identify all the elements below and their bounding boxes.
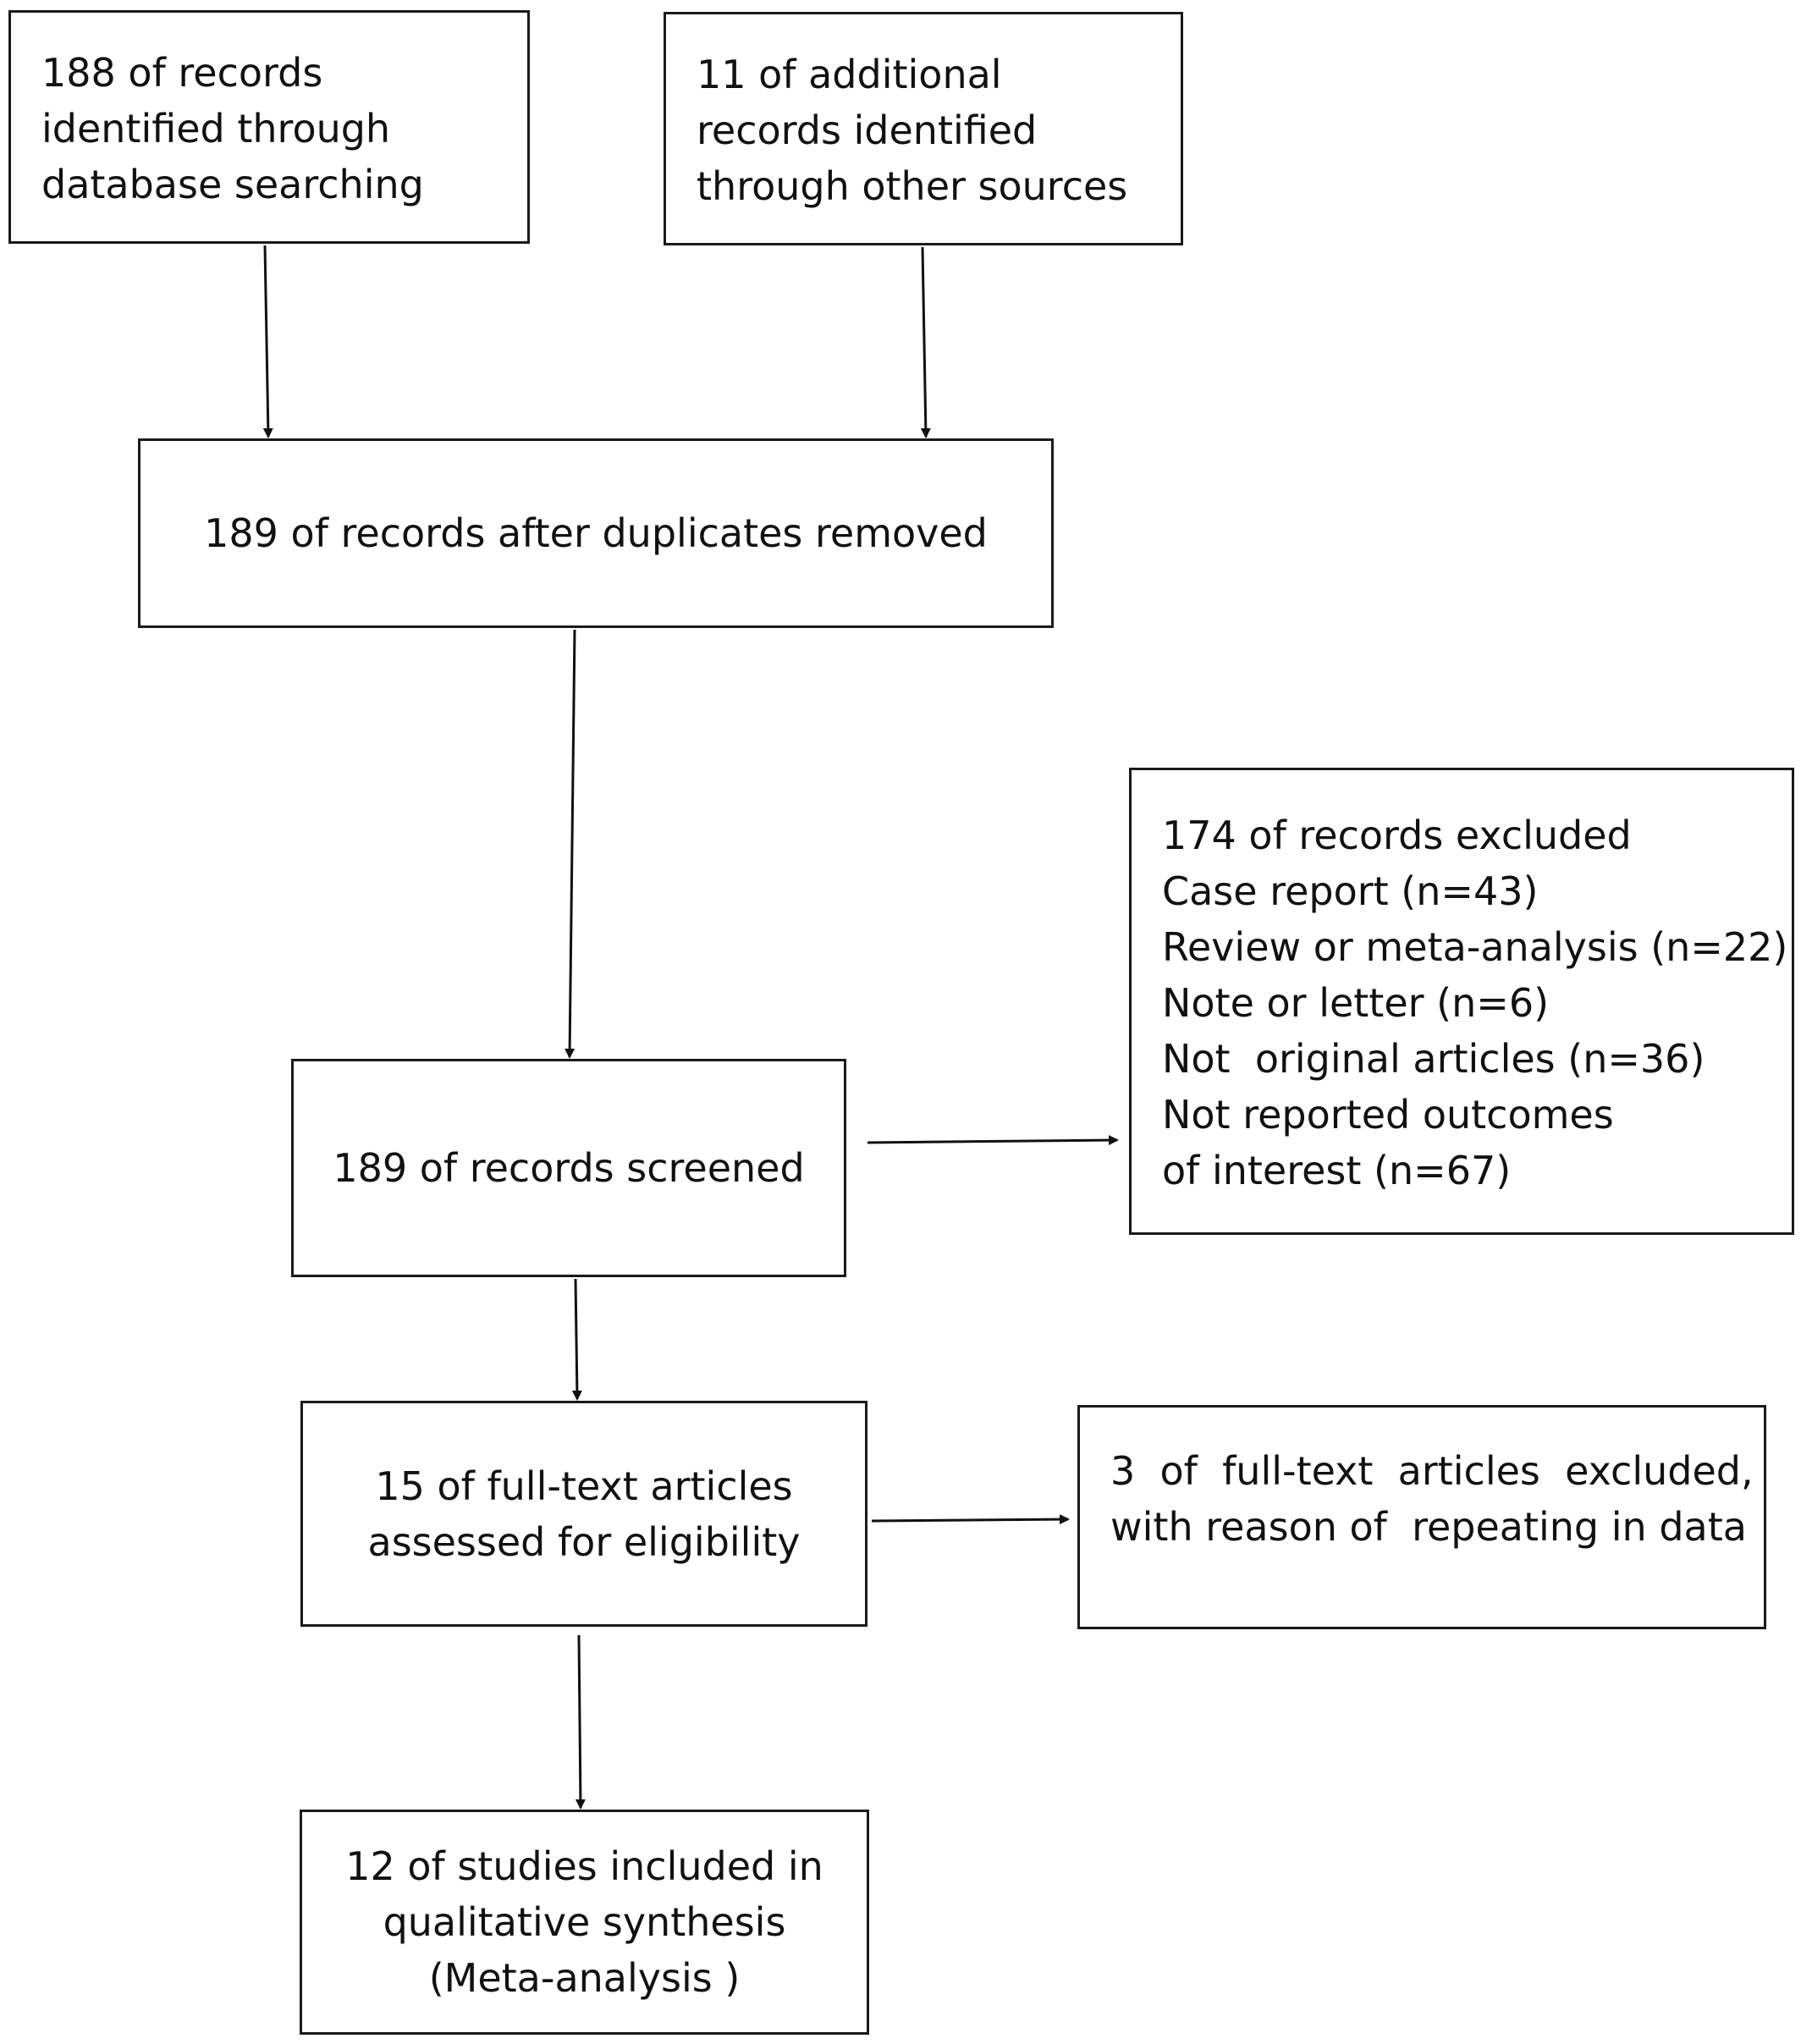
- records-identified-other-sources-box: 11 of additional records identified thro…: [664, 12, 1183, 245]
- arrow-database-to-deduplicated: [262, 245, 273, 438]
- box-text-line: 188 of records: [41, 50, 323, 96]
- records-screened-box: 189 of records screened: [291, 1059, 846, 1277]
- box-text-line: 189 of records screened: [333, 1145, 805, 1191]
- box-text-line: database searching: [41, 162, 424, 207]
- box-text-line: (Meta-analysis ): [428, 1955, 741, 2001]
- box-text-line: through other sources: [697, 163, 1128, 209]
- box-text-line: records identified: [697, 107, 1038, 153]
- arrow-screened-to-eligibility: [571, 1278, 582, 1401]
- box-text-line: identified through: [41, 106, 391, 152]
- box-text-line: Note or letter (n=6): [1162, 980, 1550, 1026]
- full-text-excluded-box: 3 of full-text articles excluded, with r…: [1077, 1405, 1766, 1629]
- box-text-line: 11 of additional: [697, 52, 1002, 97]
- box-text-line: 3 of full-text articles excluded,: [1110, 1448, 1754, 1494]
- box-text-line: Review or meta-analysis (n=22): [1162, 924, 1788, 970]
- arrow-eligibility-to-fulltext-excluded: [871, 1514, 1070, 1525]
- box-text-line: 174 of records excluded: [1162, 813, 1632, 858]
- full-text-assessed-box: 15 of full-text articles assessed for el…: [300, 1401, 867, 1627]
- arrow-screened-to-excluded: [867, 1135, 1119, 1146]
- records-excluded-box: 174 of records excluded Case report (n=4…: [1129, 768, 1794, 1235]
- records-after-duplicates-removed-box: 189 of records after duplicates removed: [138, 438, 1054, 628]
- studies-included-box: 12 of studies included in qualitative sy…: [300, 1810, 869, 2035]
- box-text-line: 15 of full-text articles: [375, 1463, 793, 1509]
- arrow-other-sources-to-deduplicated: [920, 246, 931, 438]
- records-identified-database-box: 188 of records identified through databa…: [8, 10, 530, 244]
- box-text-line: Not reported outcomes: [1162, 1092, 1614, 1138]
- arrow-deduplicated-to-screened: [565, 629, 576, 1059]
- box-text-line: assessed for eligibility: [367, 1518, 801, 1565]
- box-text-line: 12 of studies included in: [345, 1843, 823, 1889]
- box-text-line: qualitative synthesis: [383, 1899, 786, 1945]
- arrow-eligibility-to-included: [575, 1634, 586, 1810]
- box-text-line: of interest (n=67): [1162, 1148, 1512, 1193]
- box-text-line: Case report (n=43): [1162, 868, 1539, 914]
- box-text-line: 189 of records after duplicates removed: [204, 510, 988, 556]
- box-text-line: Not original articles (n=36): [1162, 1036, 1705, 1082]
- box-text-line: with reason of repeating in data: [1110, 1504, 1747, 1550]
